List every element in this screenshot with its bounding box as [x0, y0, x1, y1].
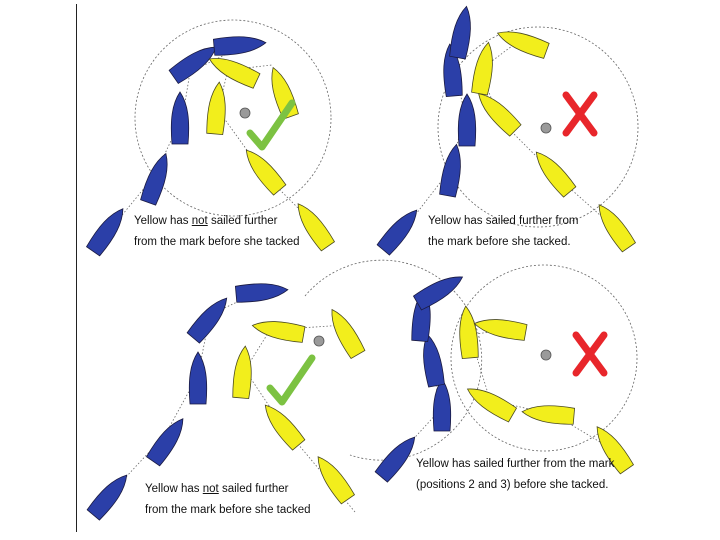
zone-circle [450, 264, 638, 452]
yellow-boat [456, 304, 480, 360]
zone-circle [437, 26, 639, 228]
blue-boat [448, 4, 476, 60]
caption-line-1: Yellow has not sailed further [134, 215, 278, 227]
caption-line-2: from the mark before she tacked [145, 504, 311, 516]
yellow-boat [250, 316, 306, 344]
caption-line-2: the mark before she tacked. [428, 236, 571, 248]
yellow-boat [239, 143, 287, 197]
caption-bottom-right: Yellow has sailed further from the mark … [416, 454, 614, 496]
yellow-boat [529, 145, 577, 199]
zone-circle [134, 19, 332, 217]
blue-boat [139, 150, 175, 206]
blue-boat [145, 413, 191, 467]
yellow-boat [310, 451, 356, 505]
yellow-boat [323, 304, 367, 360]
yellow-boat [205, 80, 229, 136]
cross-mark-icon [572, 331, 608, 377]
blue-track [99, 289, 263, 506]
caption-top-left: Yellow has not sailed further from the m… [134, 211, 300, 253]
blue-boat [438, 142, 466, 198]
diagram-top-left [85, 19, 336, 257]
blue-boat [212, 33, 268, 57]
blue-boat [376, 203, 424, 257]
mark-buoy [540, 349, 552, 361]
diagram-top-right [376, 4, 639, 257]
yellow-boat [471, 86, 523, 138]
yellow-boat [231, 344, 255, 400]
cross-mark-icon [562, 91, 598, 137]
blue-boat [457, 93, 477, 147]
caption-top-right: Yellow has sailed further from the mark … [428, 211, 578, 253]
caption-bottom-left: Yellow has not sailed further from the m… [145, 479, 311, 521]
yellow-boats [456, 304, 635, 475]
blue-boat [186, 291, 234, 345]
check-mark-icon [266, 354, 316, 406]
blue-boat [85, 203, 131, 257]
yellow-boats [231, 304, 367, 505]
diagram-bottom-right [374, 264, 638, 484]
yellow-boat [494, 24, 550, 60]
yellow-boat [258, 398, 306, 452]
mark-buoy [239, 107, 251, 119]
mark-buoy [540, 122, 552, 134]
diagram-bottom-left [86, 259, 483, 522]
caption-line-1: Yellow has not sailed further [145, 483, 289, 495]
blue-boat [234, 280, 290, 304]
caption-line-1: Yellow has sailed further from [428, 215, 579, 227]
zone-circle [304, 259, 483, 461]
caption-line-2: from the mark before she tacked [134, 236, 300, 248]
blue-boat [86, 468, 134, 522]
yellow-boat [205, 50, 261, 90]
yellow-boat [264, 64, 300, 120]
blue-boat [170, 91, 190, 145]
check-mark-icon [246, 99, 296, 151]
caption-line-1: Yellow has sailed further from the mark [416, 458, 615, 470]
blue-boat [432, 378, 452, 432]
mark-buoy [313, 335, 325, 347]
blue-boat [374, 430, 422, 484]
page-divider-line [76, 4, 77, 532]
caption-line-2: (positions 2 and 3) before she tacked. [416, 479, 609, 491]
blue-boat [188, 351, 208, 405]
blue-boat [412, 268, 468, 312]
yellow-boat [520, 402, 576, 426]
yellow-boat [591, 199, 637, 253]
yellow-boat [470, 40, 498, 96]
yellow-boat [472, 314, 528, 342]
